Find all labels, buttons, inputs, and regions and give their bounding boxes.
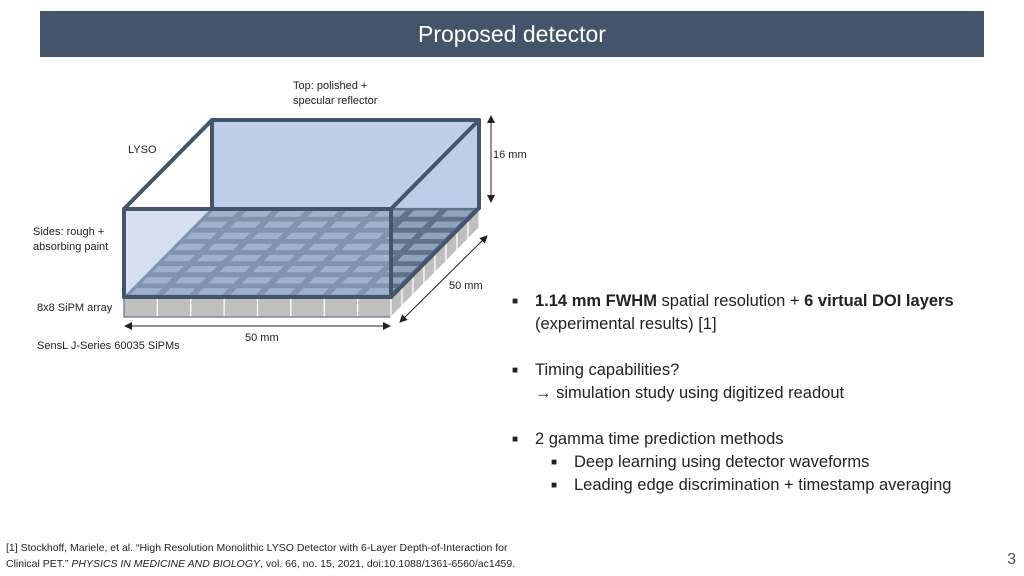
bullet-methods: ■ 2 gamma time prediction methods bbox=[510, 428, 1010, 451]
sensl-label: SensL J-Series 60035 SiPMs bbox=[37, 340, 180, 352]
bullet-marker-icon: ■ bbox=[551, 457, 558, 468]
sub-bullet-deep-learning: ■ Deep learning using detector waveforms bbox=[510, 451, 1010, 474]
bullet-timing: ■ Timing capabilities? → simulation stud… bbox=[512, 361, 845, 402]
page-number: 3 bbox=[1007, 551, 1016, 568]
crystal-edge bbox=[389, 118, 481, 211]
sipm-front-cell bbox=[357, 296, 392, 318]
sipm-pixel bbox=[396, 221, 429, 228]
bullet-spatial-resolution: ■ 1.14 mm FWHM spatial resolution + 6 vi… bbox=[512, 292, 954, 333]
arrow-right-icon: → bbox=[535, 384, 552, 402]
top-surface-label: Top: polished + specular reflector bbox=[293, 80, 378, 107]
sipm-pixel bbox=[407, 210, 440, 217]
sipm-front-cell bbox=[290, 296, 325, 318]
sipm-pixel bbox=[441, 210, 473, 217]
sipm-pixel bbox=[430, 221, 462, 228]
sipm-front-cell bbox=[256, 296, 292, 318]
sipm-front-cell bbox=[223, 296, 259, 318]
depth-dimension-label: 50 mm bbox=[449, 280, 483, 292]
bullet-list: ■ 1.14 mm FWHM spatial resolution + 6 vi… bbox=[510, 290, 1010, 497]
bullet-marker-icon: ■ bbox=[512, 365, 519, 376]
depth-arrow bbox=[399, 235, 488, 323]
sipm-front-cell bbox=[190, 296, 225, 318]
dimension-arrows bbox=[124, 115, 495, 330]
height-dimension-label: 16 mm bbox=[493, 149, 527, 161]
sipm-front-cell bbox=[323, 296, 359, 318]
page-title: Proposed detector bbox=[418, 20, 606, 47]
sipm-array-label: 8x8 SiPM array bbox=[37, 302, 113, 314]
bullet-marker-icon: ■ bbox=[551, 480, 558, 491]
footnote-reference: [1] Stockhoff, Mariele, et al. “High Res… bbox=[6, 542, 516, 570]
bullet-marker-icon: ■ bbox=[512, 434, 519, 445]
sipm-front-cell bbox=[156, 296, 192, 318]
crystal-front-face bbox=[124, 209, 391, 297]
width-dimension-label: 50 mm bbox=[245, 332, 279, 344]
crystal-edge bbox=[122, 118, 214, 211]
sides-label: Sides: rough + absorbing paint bbox=[33, 226, 109, 253]
lyso-label: LYSO bbox=[128, 144, 157, 156]
sipm-array-front bbox=[123, 296, 392, 318]
bullet-marker-icon: ■ bbox=[512, 296, 519, 307]
sipm-front-cell bbox=[123, 296, 158, 318]
title-bar: Proposed detector bbox=[40, 11, 984, 57]
sub-bullet-leading-edge: ■ Leading edge discrimination + timestam… bbox=[510, 474, 1010, 497]
